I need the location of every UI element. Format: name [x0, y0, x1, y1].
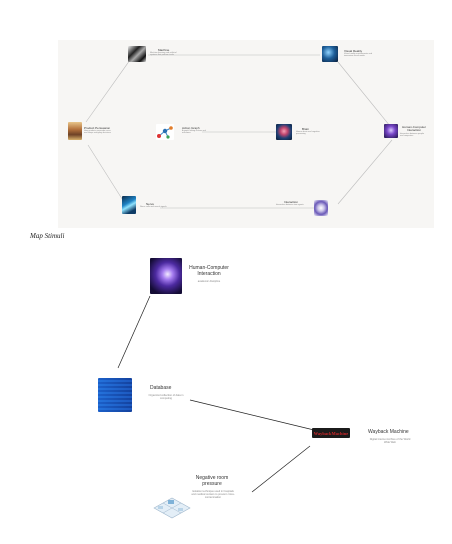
node-interaction-desc: Interaction between two agents [276, 204, 304, 206]
node-machine-title: Machine [158, 48, 170, 52]
node-hci-top-desc: Interaction between people and computers [400, 133, 425, 138]
edge-hci-interaction [337, 139, 393, 205]
node-database-desc: Organized collection of data in computin… [148, 394, 184, 400]
blue-circuit-image [98, 378, 132, 412]
edge-visual-hci [337, 61, 391, 127]
node-machine-desc: Machine learning and artificial systems … [150, 52, 177, 57]
node-action-title: Action Graph [182, 126, 200, 130]
molecule-icon [157, 126, 173, 139]
blue-neuron-image [122, 196, 136, 214]
edge-database-wayback [189, 399, 315, 431]
edge-persuasion-nerve [87, 144, 125, 203]
illustrated-people-image [68, 122, 82, 140]
node-visual-title: Visual Reality [344, 49, 363, 53]
node-action-desc: A graph linking actions and outcomes [182, 130, 206, 135]
node-wayback-title: Wayback Machine [368, 429, 409, 435]
node-brain-title: Brain [302, 127, 310, 131]
floorplan-icon [153, 497, 191, 519]
blue-vr-headset-image [322, 46, 338, 62]
brain-globe-image [314, 200, 328, 216]
node-brain-desc: Human brain and cognitive processing [296, 131, 320, 136]
node-nerve-title: Nerve [146, 202, 155, 206]
black-white-machine-image [128, 46, 146, 62]
node-negative-title: Negative room pressure [195, 475, 229, 487]
wayback-logo-text: WaybackMachine [313, 430, 349, 436]
edge-wayback-negative [251, 445, 311, 493]
molecule-network-image [156, 124, 174, 140]
room-floorplan-image [150, 488, 194, 522]
wayback-logo-image: WaybackMachine [312, 428, 350, 438]
edge-machine-persuasion [85, 59, 131, 123]
node-negative-desc: Isolation technique used in hospitals an… [191, 490, 235, 499]
node-nerve-desc: Nerve cells and neural signals [140, 206, 167, 208]
node-hci-title: Human-Computer Interaction [189, 265, 229, 277]
node-hci-top-title: Human-Computer Interaction [402, 125, 426, 133]
node-visual-desc: Virtual reality environments and immersi… [344, 53, 372, 58]
figure-caption: Map Stimuli [30, 232, 65, 240]
node-interaction-title: Interaction [284, 200, 299, 204]
purple-hand-image [150, 258, 182, 294]
brain-scan-image [276, 124, 292, 140]
purple-hand-image [384, 124, 398, 138]
node-database-title: Database [150, 385, 172, 391]
node-hci-desc: academic discipline [197, 280, 221, 283]
node-wayback-desc: Digital Internet Archive of the World Wi… [369, 438, 411, 444]
node-persuasion-desc: How products persuade users and shape ev… [84, 130, 111, 135]
node-persuasion-title: Product Persuasion [84, 126, 111, 130]
edge-hci-database [117, 295, 151, 369]
